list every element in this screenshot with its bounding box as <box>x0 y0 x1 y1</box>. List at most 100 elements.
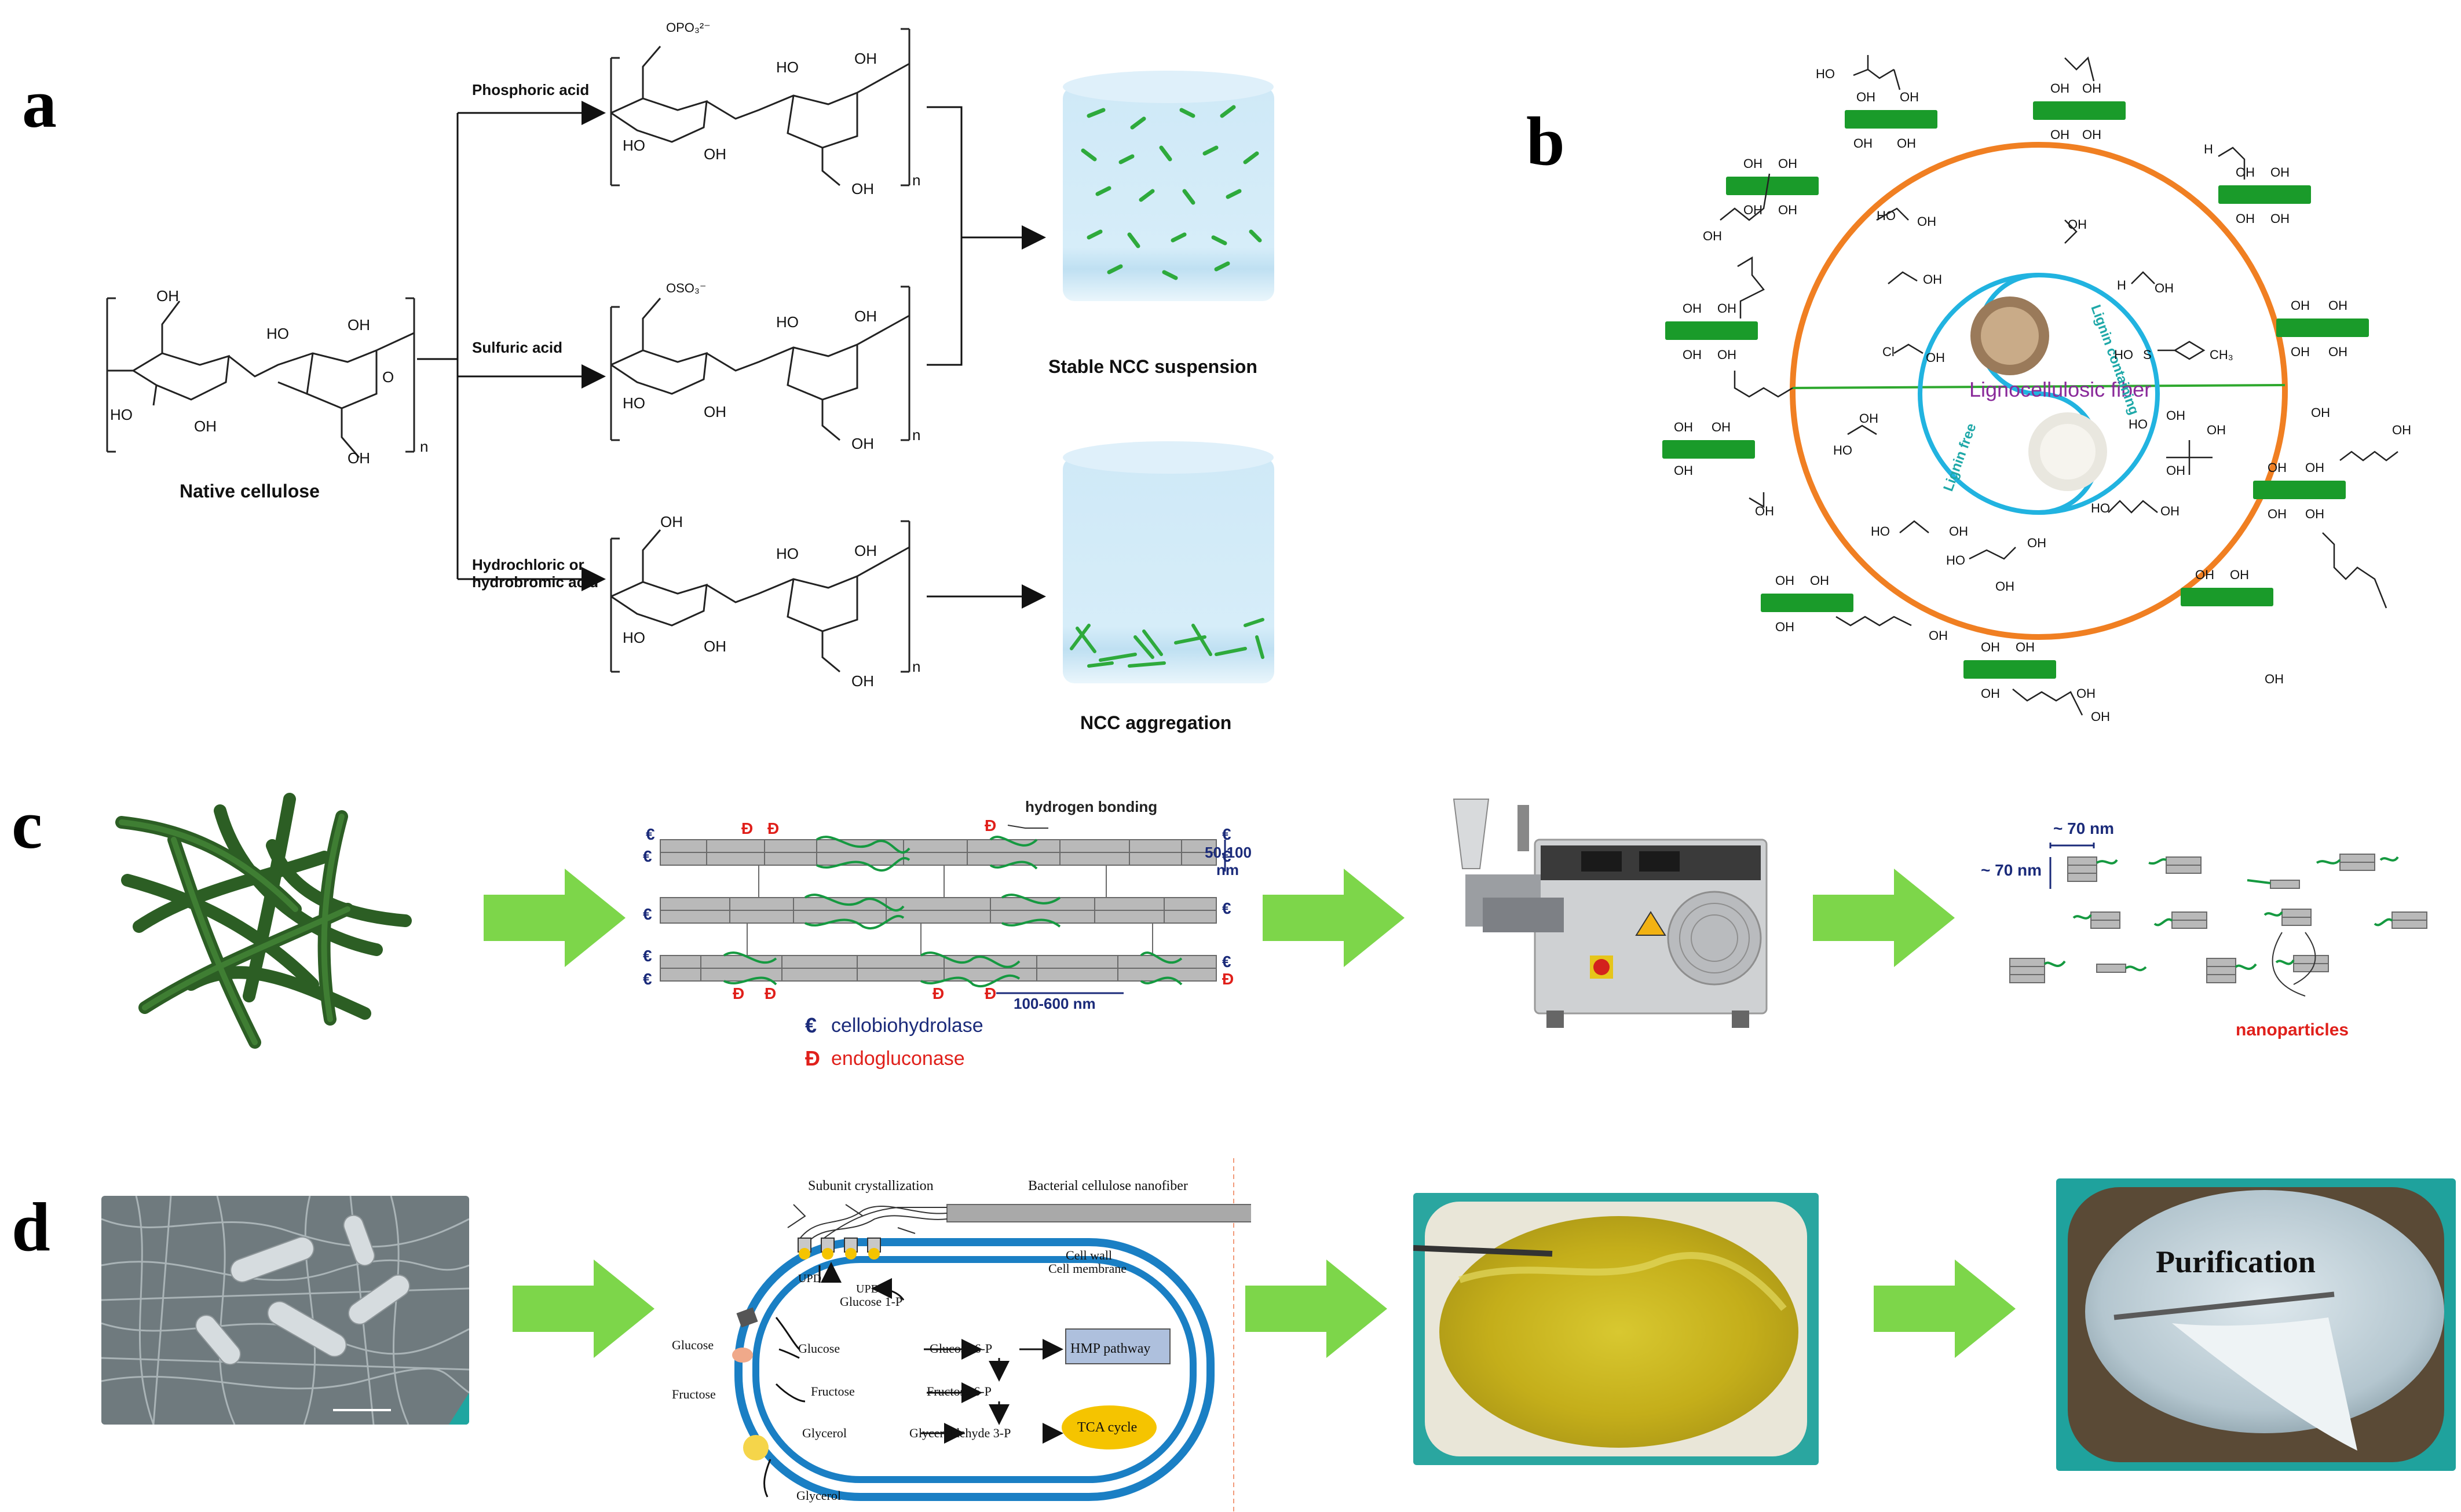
svg-text:OH: OH <box>1949 524 1968 539</box>
svg-text:OSO₃⁻: OSO₃⁻ <box>666 281 706 295</box>
svg-text:OH: OH <box>1703 229 1722 243</box>
svg-text:HO: HO <box>623 629 645 646</box>
glucose-6p-label: Glucose 6-P <box>930 1341 993 1356</box>
svg-text:O: O <box>382 368 394 386</box>
cell-membrane-label: Cell membrane <box>1048 1261 1127 1276</box>
svg-text:HO: HO <box>776 58 799 76</box>
svg-text:OH: OH <box>1981 640 2000 654</box>
nm70-top-label: ~ 70 nm <box>2053 819 2115 837</box>
phosphoric-structure <box>610 28 910 186</box>
glycerol-inner-label: Glycerol <box>802 1426 847 1440</box>
svg-text:OH: OH <box>1981 686 2000 701</box>
svg-text:OH: OH <box>2236 211 2255 226</box>
svg-text:OH: OH <box>854 542 877 559</box>
tca-ellipse <box>1062 1405 1157 1449</box>
sulfuric-structure <box>610 285 910 441</box>
svg-text:OH: OH <box>2050 81 2069 96</box>
arrow-c1 <box>484 869 626 967</box>
svg-text:HO: HO <box>266 325 289 342</box>
svg-text:€: € <box>1222 899 1231 917</box>
svg-text:OH: OH <box>1917 214 1936 229</box>
svg-text:HO: HO <box>2114 347 2133 362</box>
nanofiber-bar <box>946 1204 1251 1222</box>
size-50-100-label: 50-100 <box>1205 844 1252 861</box>
svg-text:OH: OH <box>1810 573 1829 588</box>
svg-text:H: H <box>2117 278 2126 292</box>
svg-text:HO: HO <box>1833 443 1852 457</box>
svg-text:OH: OH <box>1755 504 1774 518</box>
svg-text:OH: OH <box>2270 211 2290 226</box>
panel-label-d: d <box>12 1188 50 1265</box>
arrow-d3 <box>1874 1260 2016 1358</box>
bacterial-cell-diagram <box>732 1158 1251 1512</box>
bc-nanofiber-label: Bacterial cellulose nanofiber <box>1028 1178 1188 1194</box>
svg-text:OH: OH <box>1856 90 1875 104</box>
svg-text:HO: HO <box>623 394 645 412</box>
native-cellulose-label: Native cellulose <box>180 481 320 501</box>
svg-text:OH: OH <box>2195 568 2214 582</box>
upd-left-label: UPD <box>798 1272 822 1285</box>
phosphoric-acid-label: Phosphoric acid <box>472 81 590 98</box>
svg-text:n: n <box>912 426 920 444</box>
svg-text:OH: OH <box>1683 301 1702 316</box>
svg-text:OH: OH <box>2068 217 2087 232</box>
svg-text:n: n <box>420 438 428 455</box>
svg-text:OH: OH <box>1853 136 1873 151</box>
svg-text:HO: HO <box>110 406 133 423</box>
svg-text:OH: OH <box>1775 573 1794 588</box>
svg-text:OH: OH <box>1926 350 1945 365</box>
svg-text:OH: OH <box>1778 203 1797 217</box>
bc-membrane-photo <box>1413 1193 1819 1465</box>
svg-text:€: € <box>646 825 655 843</box>
svg-text:OH: OH <box>194 418 217 435</box>
svg-text:Đ: Đ <box>765 984 776 1002</box>
native-cellulose-structure <box>106 297 415 458</box>
arrow-c2 <box>1263 869 1405 967</box>
homogenizer-machine-image <box>1453 799 1768 1028</box>
svg-text:CH₃: CH₃ <box>2210 347 2233 362</box>
purification-photo <box>2056 1178 2456 1471</box>
nanoparticles-diagram <box>2009 843 2427 997</box>
svg-text:OH: OH <box>2305 460 2324 475</box>
svg-text:OH: OH <box>1717 301 1736 316</box>
panel-label-a: a <box>22 65 57 142</box>
svg-text:Cl: Cl <box>1882 345 1895 359</box>
legend-cbh-symbol: € <box>805 1013 817 1037</box>
svg-text:OH: OH <box>2091 709 2110 724</box>
svg-text:OH: OH <box>1743 156 1762 171</box>
hmp-label: HMP pathway <box>1070 1341 1151 1356</box>
svg-text:OH: OH <box>1712 420 1731 434</box>
hmp-box <box>1065 1328 1171 1364</box>
svg-text:OH: OH <box>704 403 726 420</box>
panel-a-diagram: OH HO OH HO OH OH n O OPO₃²⁻ HO <box>106 20 1274 690</box>
size-100-600-label: 100-600 nm <box>1014 995 1096 1012</box>
svg-text:OH: OH <box>851 180 874 197</box>
svg-text:HO: HO <box>1816 67 1835 81</box>
small-molecules <box>1720 55 2398 716</box>
svg-text:HO: HO <box>776 313 799 331</box>
svg-text:OH: OH <box>851 435 874 452</box>
stable-suspension-label: Stable NCC suspension <box>1048 356 1257 377</box>
svg-text:Đ: Đ <box>985 817 996 834</box>
svg-text:OH: OH <box>2328 345 2347 359</box>
svg-text:OH: OH <box>1717 347 1736 362</box>
svg-text:OH: OH <box>348 316 370 334</box>
glucose-inner-label: Glucose <box>798 1341 840 1356</box>
legend-eg-symbol: Đ <box>805 1046 820 1070</box>
svg-text:OH: OH <box>1775 620 1794 634</box>
svg-text:OH: OH <box>2076 686 2096 701</box>
svg-text:HO: HO <box>2091 501 2110 515</box>
stable-suspension-cylinder <box>1063 71 1274 301</box>
svg-text:OH: OH <box>2311 405 2330 420</box>
svg-text:OH: OH <box>2268 507 2287 521</box>
svg-text:Đ: Đ <box>733 984 744 1002</box>
svg-text:OH: OH <box>854 50 877 67</box>
svg-text:HO: HO <box>2129 417 2148 431</box>
svg-text:OH: OH <box>2305 507 2324 521</box>
glyceraldehyde-label: Glyceraldehyde 3-P <box>909 1426 1011 1440</box>
svg-text:OH: OH <box>2082 81 2101 96</box>
svg-text:€: € <box>643 847 652 865</box>
svg-text:OH: OH <box>2291 345 2310 359</box>
svg-text:Đ: Đ <box>767 819 779 837</box>
